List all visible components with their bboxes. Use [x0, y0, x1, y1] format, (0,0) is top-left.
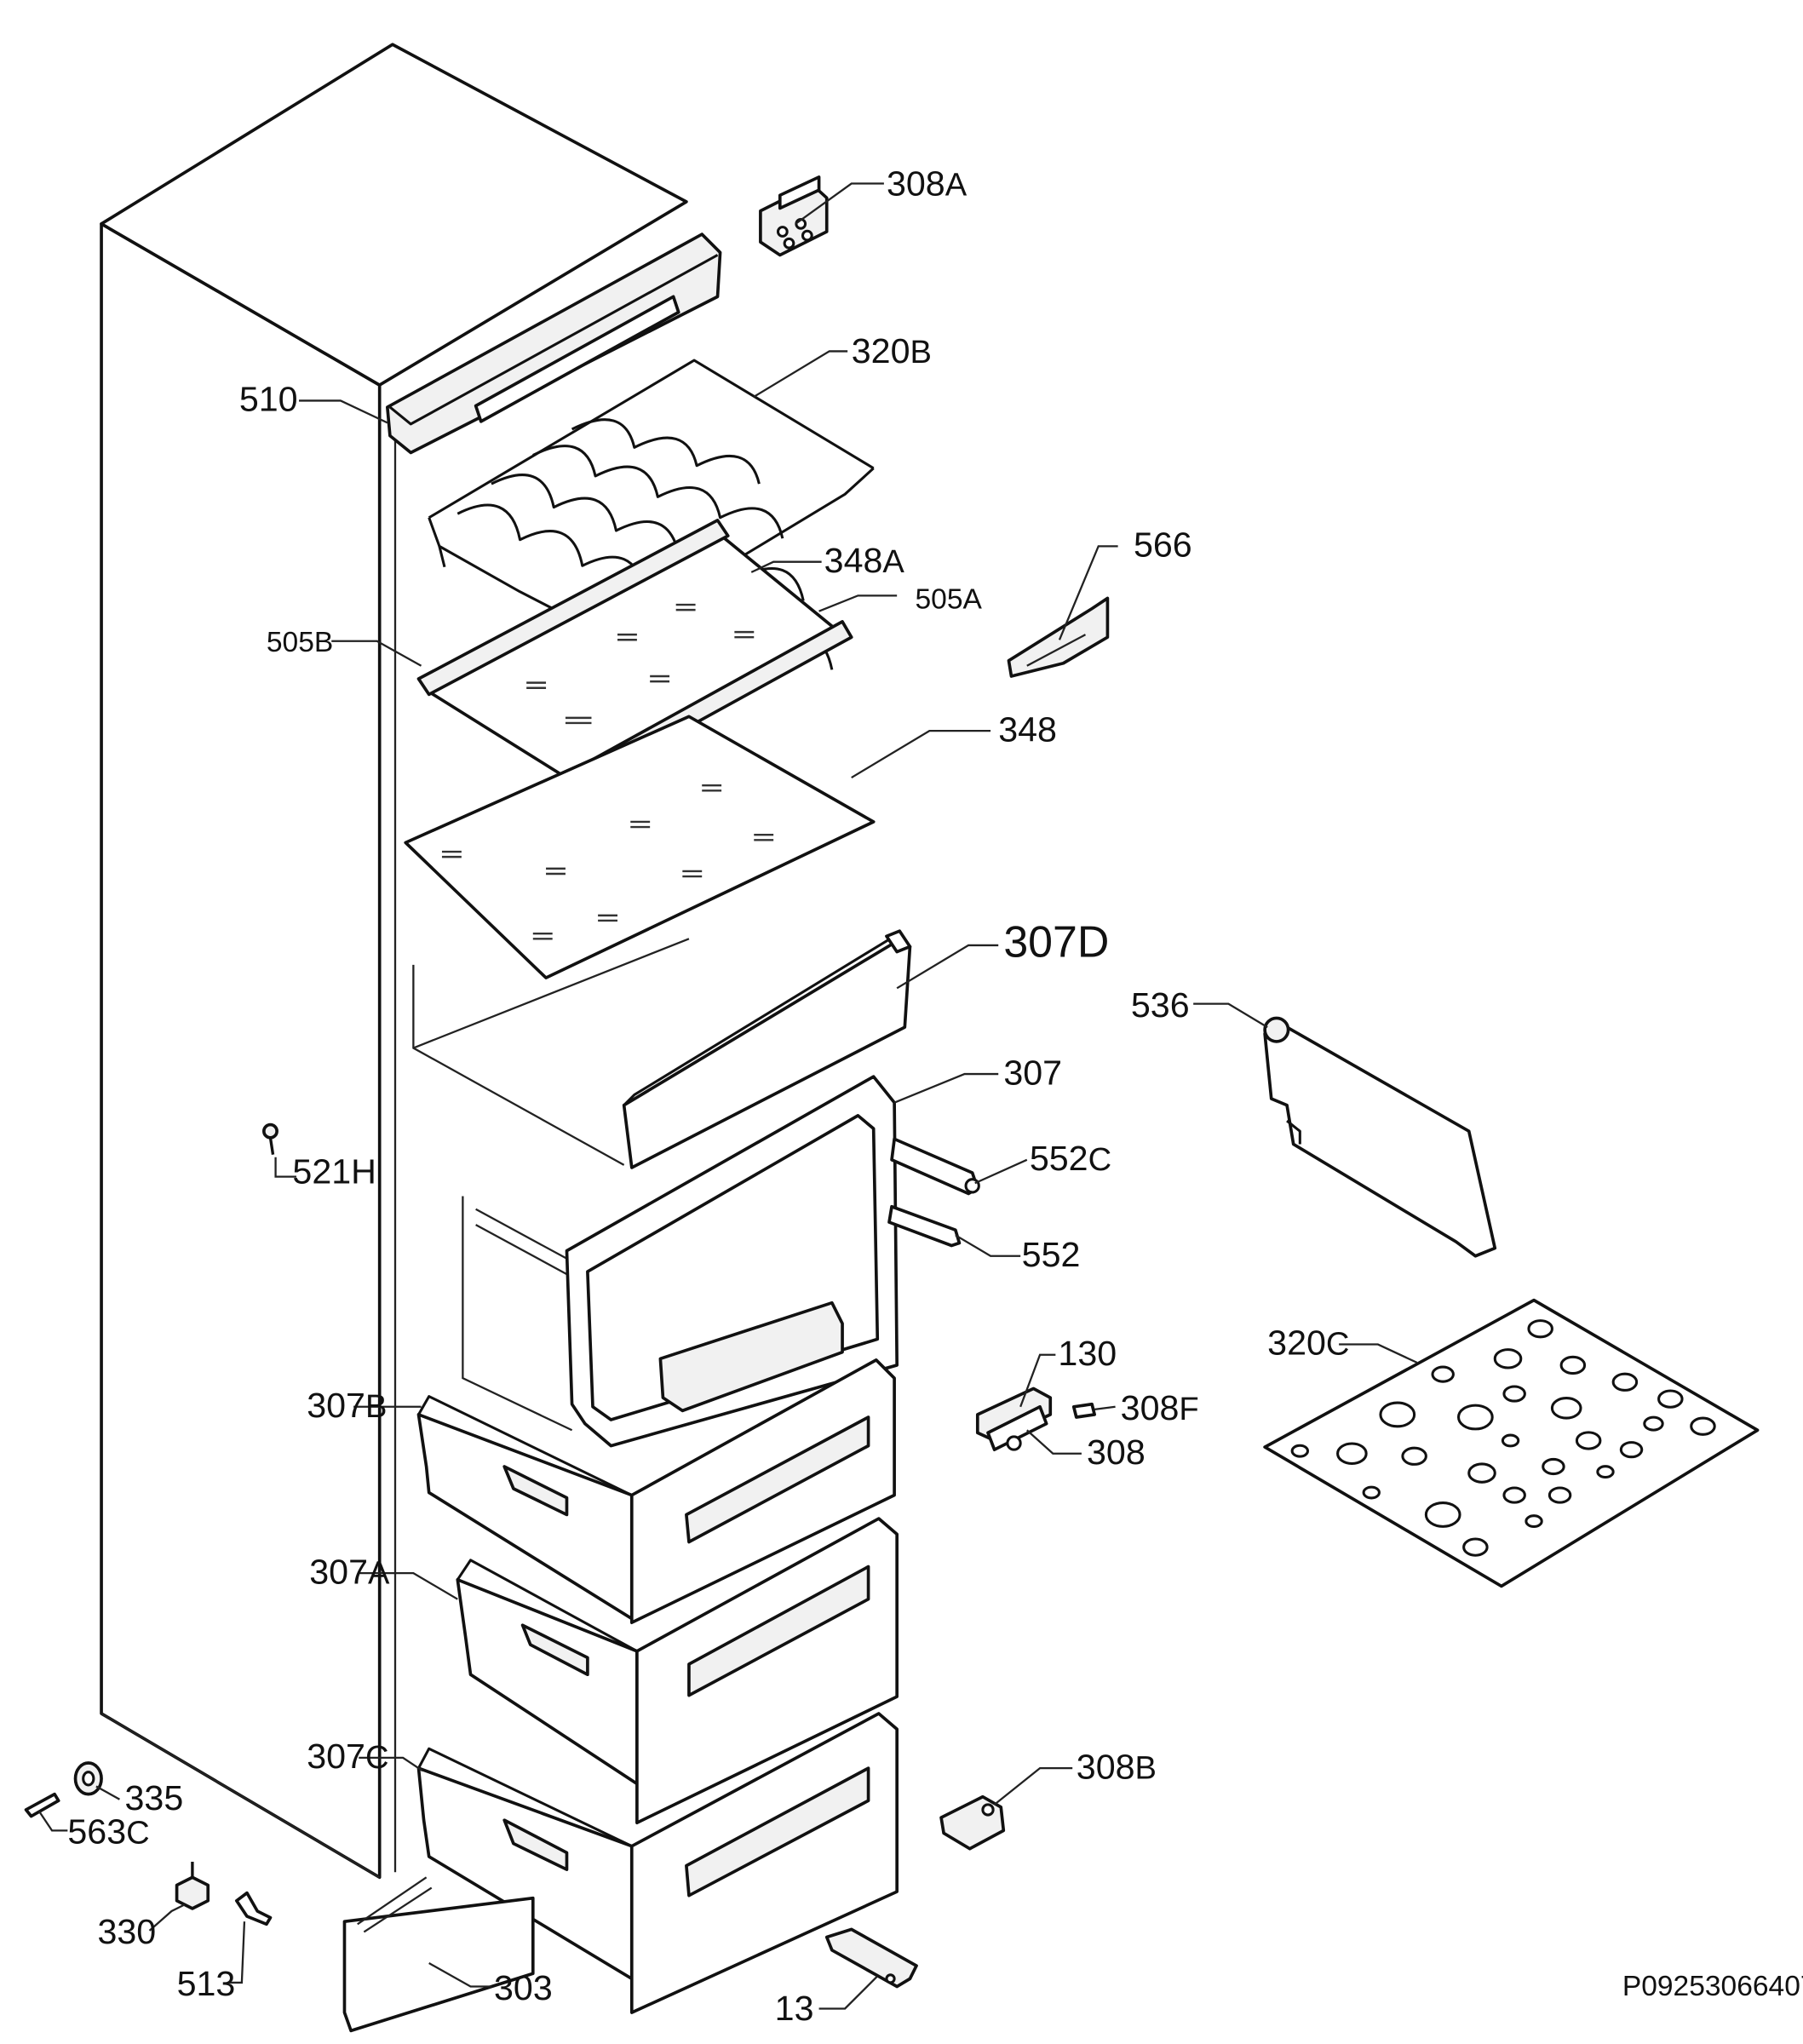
label-13: 13	[775, 1989, 814, 2028]
grid-hole	[1575, 1431, 1602, 1450]
screw-521H	[262, 1122, 278, 1155]
label-303: 303	[494, 1968, 553, 2007]
label-307B: 307B	[307, 1386, 387, 1425]
label-130: 130	[1058, 1334, 1117, 1373]
label-505A: 505A	[916, 584, 983, 616]
grid-hole	[1431, 1365, 1455, 1383]
grid-hole	[1550, 1397, 1582, 1420]
label-307: 307	[1003, 1053, 1062, 1092]
drawer-307C	[416, 1712, 899, 2014]
top-hinge-308A	[759, 175, 829, 257]
grid-hole	[1362, 1485, 1381, 1500]
pin-308F	[1071, 1402, 1096, 1419]
control-panel-510	[386, 233, 722, 455]
shelf-front-307D	[412, 929, 912, 1169]
hinge-308B	[939, 1794, 1006, 1851]
pin-563C	[24, 1792, 60, 1818]
leader-lines	[37, 182, 1418, 2010]
grid-hole	[1493, 1348, 1523, 1369]
hinge-130	[975, 1387, 1053, 1451]
cabinet	[100, 43, 688, 1880]
label-330: 330	[97, 1912, 156, 1951]
label-307C: 307C	[307, 1737, 388, 1776]
grid-hole	[1547, 1486, 1572, 1504]
grid-hole	[1467, 1462, 1496, 1484]
label-320B: 320B	[852, 331, 932, 370]
label-307D: 307D	[1003, 917, 1109, 967]
label-348: 348	[998, 709, 1057, 749]
grid-hole	[1379, 1401, 1416, 1428]
label-513: 513	[177, 1964, 236, 2003]
grid-hole	[1502, 1486, 1526, 1504]
label-563C: 563C	[67, 1812, 149, 1852]
grid-hole	[1619, 1441, 1644, 1459]
roller-335	[73, 1761, 103, 1796]
label-505B: 505B	[267, 627, 333, 658]
rail-552	[887, 1204, 962, 1248]
grid-hole	[1559, 1355, 1587, 1375]
grid-hole	[1502, 1385, 1526, 1403]
label-335: 335	[125, 1778, 184, 1817]
grid-holes	[1290, 1319, 1716, 1557]
grid-hole	[1527, 1319, 1553, 1339]
grid-hole	[1457, 1404, 1494, 1431]
latch-566	[1007, 596, 1110, 678]
cabinet-top-panel	[100, 43, 688, 387]
bracket-13	[824, 1927, 918, 1989]
label-308A: 308A	[887, 164, 968, 203]
grid-hole	[1690, 1416, 1716, 1436]
label-308B: 308B	[1077, 1747, 1157, 1786]
glass-shelf-348	[404, 715, 876, 979]
freezer-basket-307	[462, 1075, 899, 1448]
grid-hole	[1657, 1389, 1684, 1409]
label-552: 552	[1022, 1235, 1081, 1274]
rail-552C	[890, 1137, 980, 1196]
plinth-303	[342, 1876, 535, 2033]
callout-labels: 308A 320B 510 348A 505A 505B 566 348 307…	[67, 164, 1349, 2028]
clip-513	[234, 1891, 273, 1926]
label-320C: 320C	[1267, 1323, 1349, 1363]
grid-hole	[1611, 1372, 1639, 1392]
label-536: 536	[1131, 985, 1190, 1025]
label-348A: 348A	[824, 541, 905, 580]
label-308F: 308F	[1121, 1388, 1199, 1427]
label-521H: 521H	[292, 1151, 376, 1191]
cabinet-bottom-edge	[100, 1713, 381, 1879]
divider-536	[1263, 1016, 1497, 1258]
foot-330	[175, 1862, 210, 1910]
label-566: 566	[1134, 525, 1192, 565]
drawing-code: P09253066407	[1622, 1971, 1803, 2002]
grid-hole	[1290, 1444, 1310, 1458]
grid-hole	[1401, 1446, 1427, 1466]
label-510: 510	[239, 380, 298, 419]
grid-hole	[1525, 1514, 1543, 1529]
grid-hole	[1462, 1537, 1489, 1557]
label-308: 308	[1087, 1433, 1146, 1472]
grid-hole	[1424, 1501, 1461, 1528]
label-307A: 307A	[309, 1552, 390, 1591]
label-552C: 552C	[1030, 1139, 1111, 1178]
drawer-307A	[456, 1517, 899, 1825]
grid-hole	[1336, 1442, 1368, 1466]
grid-hole	[1596, 1465, 1615, 1479]
cabinet-side-panel	[100, 222, 382, 1880]
wire-grid-320C	[1263, 1298, 1760, 1588]
grid-hole	[1542, 1457, 1565, 1476]
grid-hole	[1501, 1433, 1520, 1448]
grid-hole	[1643, 1415, 1664, 1432]
drawer-307B	[416, 1358, 896, 1624]
